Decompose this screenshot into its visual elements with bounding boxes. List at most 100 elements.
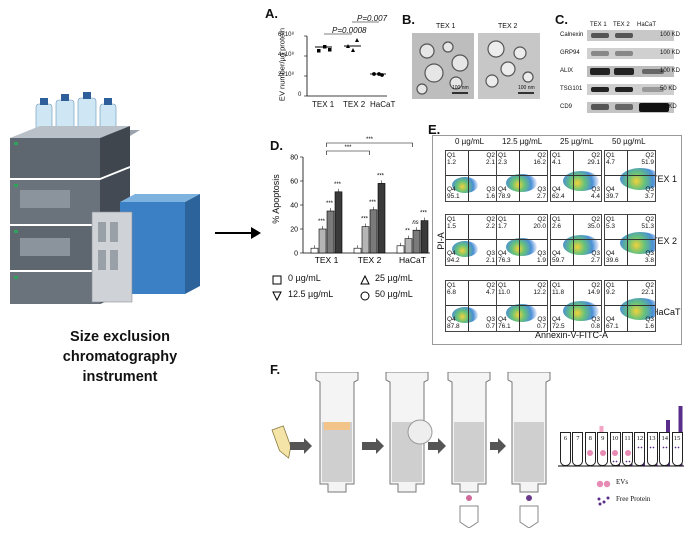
fraction-number: 7 (576, 435, 580, 442)
quadrant-value: Q3 3.8 (644, 250, 654, 264)
fraction-number: 12 (636, 435, 644, 442)
quadrant-line (446, 175, 496, 176)
panel-a-letter: A. (265, 6, 278, 21)
quadrant-line (446, 305, 496, 306)
quadrant-value: Q3 1.6 (644, 316, 654, 330)
fraction-tube: 15 (671, 432, 683, 466)
fraction-tube: 7 (572, 432, 584, 466)
quadrant-line (627, 215, 628, 265)
quadrant-value: Q3 0.7 (485, 316, 495, 330)
quadrant-value: Q2 20.0 (533, 216, 546, 230)
protein-dots (636, 446, 643, 449)
significance-mark: *** (377, 173, 385, 179)
quadrant-value: Q1 4.7 (606, 152, 616, 166)
panel-d-letter: D. (270, 138, 283, 153)
quadrant-value: Q2 16.2 (533, 152, 546, 166)
quadrant-line (573, 151, 574, 201)
blot-row-label-3: ALIX (560, 68, 574, 74)
panel-a-ytick-1: 4×10⁸ (278, 52, 295, 58)
y-tick-label: 40 (290, 203, 298, 210)
significance-mark: ns (412, 220, 418, 226)
quadrant-value: Q4 72.5 (552, 316, 565, 330)
blot-row-label-5: CD9 (560, 104, 573, 110)
quadrant-value: Q2 2.1 (485, 152, 495, 166)
quadrant-value: Q1 11.8 (552, 282, 565, 296)
quadrant-value: Q1 1.5 (447, 216, 457, 230)
bar (420, 220, 429, 254)
significance-mark: *** (420, 211, 428, 217)
fraction-tube: 9 (597, 432, 609, 466)
cell-population (620, 168, 655, 190)
fraction-tube: 14 (659, 432, 671, 466)
panel-a-xlabel-1: TEX 1 (312, 100, 335, 109)
cell-population (563, 235, 599, 255)
legend-12-5: 12.5 µg/mL (288, 289, 334, 299)
significance-mark: *** (326, 201, 334, 207)
quadrant-value: Q3 2.1 (485, 250, 495, 264)
cell-population (563, 301, 599, 321)
fraction-tube: 10 (609, 432, 621, 466)
ev-legend-label: EVs (616, 478, 629, 486)
protein-legend-label: Free Protein (616, 495, 651, 503)
blot-row-kd-2: 100 KD (660, 50, 681, 56)
quadrant-value: Q4 62.4 (552, 186, 565, 200)
ev-dots (624, 450, 631, 456)
bar (318, 228, 327, 254)
quadrant-value: Q2 14.9 (587, 282, 600, 296)
blot-row-kd-5: 20 KD (660, 104, 677, 110)
ev-dots (587, 450, 594, 456)
y-tick-label: 0 (294, 251, 298, 258)
fraction-tube: 13 (646, 432, 658, 466)
tem-image-1 (412, 33, 474, 99)
panel-f-letter: F. (270, 362, 281, 377)
cell-population (506, 304, 537, 322)
bar (377, 183, 386, 254)
conc-label-1: 12.5 µg/mL (502, 137, 543, 146)
tem-scalebar-1: 100 nm (452, 85, 469, 91)
significance-mark: *** (366, 137, 374, 143)
quadrant-line (497, 305, 547, 306)
quadrant-value: Q2 12.2 (533, 282, 546, 296)
quadrant-line (468, 281, 469, 331)
fraction-tube: 12 (634, 432, 646, 466)
quadrant-line (605, 175, 655, 176)
bracket (326, 150, 370, 155)
panel-e-frame (432, 135, 682, 345)
cell-population (620, 232, 655, 254)
bar (396, 245, 405, 254)
significance-mark: *** (334, 182, 342, 188)
panel-b-letter: B. (402, 12, 415, 27)
significance-mark: *** (318, 219, 326, 225)
quadrant-value: Q4 39.6 (606, 250, 619, 264)
quadrant-line (497, 239, 547, 240)
tem-image-2 (478, 33, 540, 99)
flow-row-label-2: TEX 2 (652, 236, 678, 246)
cell-population (452, 177, 478, 193)
quadrant-line (468, 215, 469, 265)
cell-population (563, 171, 599, 191)
quadrant-value: Q2 4.7 (485, 282, 495, 296)
quadrant-value: Q3 2.7 (590, 250, 600, 264)
quadrant-value: Q4 94.2 (447, 250, 460, 264)
quadrant-value: Q3 0.7 (536, 316, 546, 330)
panel-a-ylabel: EV number/µg protein (277, 27, 287, 102)
blot-row-label-4: TSG101 (560, 86, 583, 92)
bar (310, 247, 319, 254)
quadrant-line (551, 239, 601, 240)
caption-line-2: chromatography (62, 349, 178, 365)
fraction-number: 13 (649, 435, 656, 442)
blot-row-label-2: GRP94 (560, 50, 580, 56)
panel-c-letter: C. (555, 12, 568, 27)
panel-a-xlabel-2: TEX 2 (343, 100, 366, 109)
panel-a-xlabel-3: HaCaT (370, 100, 396, 109)
panel-d-legend: 0 µg/mL 25 µg/mL 12.5 µg/mL 50 µg/mL (272, 272, 442, 306)
quadrant-line (605, 305, 655, 306)
